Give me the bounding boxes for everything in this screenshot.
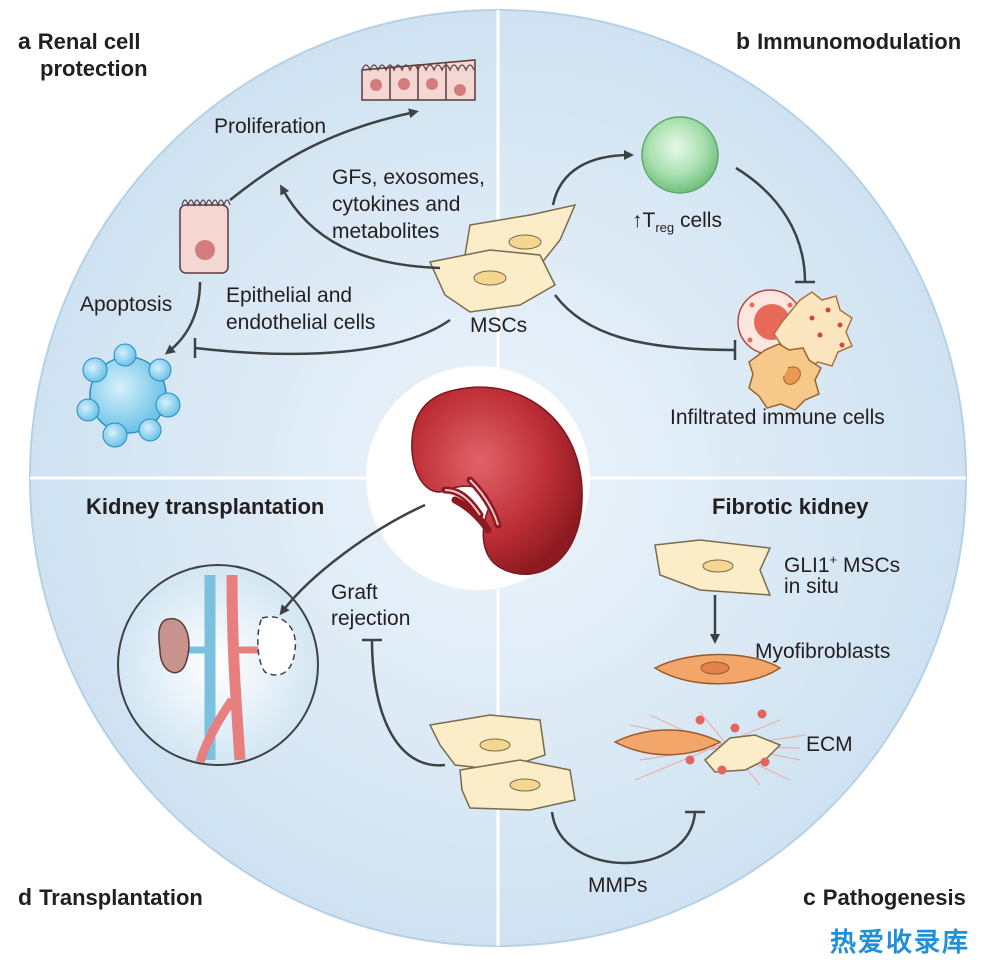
panel-a-title-line2: protection xyxy=(40,56,148,81)
treg-cell-icon xyxy=(641,116,719,194)
inhibit-apoptosis xyxy=(194,318,451,356)
label-gfs-line3: metabolites xyxy=(332,220,440,243)
label-apoptosis: Apoptosis xyxy=(80,293,173,316)
inhibit-graft xyxy=(370,639,446,767)
arrow-gfs xyxy=(280,184,441,270)
transplant-inset-icon xyxy=(117,564,319,766)
label-infiltrated: Infiltrated immune cells xyxy=(670,406,885,429)
epithelium-layer-icon xyxy=(361,59,476,101)
label-in-situ: in situ xyxy=(784,575,839,598)
label-kidney-transplantation: Kidney transplantation xyxy=(86,494,325,519)
label-fibrotic-kidney: Fibrotic kidney xyxy=(712,494,869,519)
arrow-apoptosis xyxy=(164,281,202,355)
panel-a-letter: a xyxy=(18,28,31,54)
label-graft-line2: rejection xyxy=(331,607,411,630)
label-epithelial-line1: Epithelial and xyxy=(226,284,353,307)
gli1-text: GLI1 xyxy=(784,554,830,577)
arrows xyxy=(164,108,815,865)
immune-cells-icon xyxy=(737,289,853,411)
label-myofibroblasts: Myofibroblasts xyxy=(755,640,891,663)
panel-b-title-text: Immunomodulation xyxy=(757,29,962,54)
label-mscs: MSCs xyxy=(470,314,528,337)
label-gfs-line1: GFs, exosomes, xyxy=(332,166,485,189)
panel-c-title-text: Pathogenesis xyxy=(822,885,966,910)
gli1-superscript: + xyxy=(829,552,838,567)
up-arrow-glyph: ↑ xyxy=(632,209,643,232)
arrow-to-treg xyxy=(551,150,634,206)
label-proliferation: Proliferation xyxy=(214,115,327,138)
gli1-mscs-text: MSCs xyxy=(837,554,901,577)
panel-b-letter: b xyxy=(736,28,751,54)
treg-t: T xyxy=(642,209,656,232)
arrow-graft xyxy=(279,503,426,616)
ecm-icon xyxy=(613,709,806,786)
watermark: 热爱收录库 xyxy=(830,928,971,958)
label-gfs-line2: cytokines and xyxy=(332,193,461,216)
myofibroblast-icon xyxy=(653,653,782,685)
treg-subscript: reg xyxy=(655,220,675,236)
epithelial-cell-icon xyxy=(179,199,231,274)
inhibit-immune xyxy=(554,294,736,352)
msc-cluster-lower-icon xyxy=(428,714,576,811)
apoptotic-cell-icon xyxy=(76,343,181,448)
label-mmps: MMPs xyxy=(588,874,648,897)
treg-cells-text: cells xyxy=(674,209,722,232)
kidney-icon xyxy=(411,386,583,575)
arrow-proliferation xyxy=(229,108,419,201)
msc-cluster-icon xyxy=(428,203,577,313)
inhibit-treg xyxy=(735,166,807,283)
label-gli1: GLI1+ MSCs xyxy=(784,546,900,579)
panel-c-letter: c xyxy=(803,884,816,910)
inhibit-mmps xyxy=(550,811,697,865)
panel-a-title-line1: Renal cell xyxy=(37,29,141,54)
label-graft-line1: Graft xyxy=(331,581,378,604)
label-ecm: ECM xyxy=(806,733,853,756)
panel-d-letter: d xyxy=(18,884,33,910)
panel-d-title-text: Transplantation xyxy=(39,885,203,910)
gli1-msc-icon xyxy=(654,539,772,596)
label-epithelial-line2: endothelial cells xyxy=(226,311,376,334)
label-treg: ↑Treg cells xyxy=(632,207,722,241)
